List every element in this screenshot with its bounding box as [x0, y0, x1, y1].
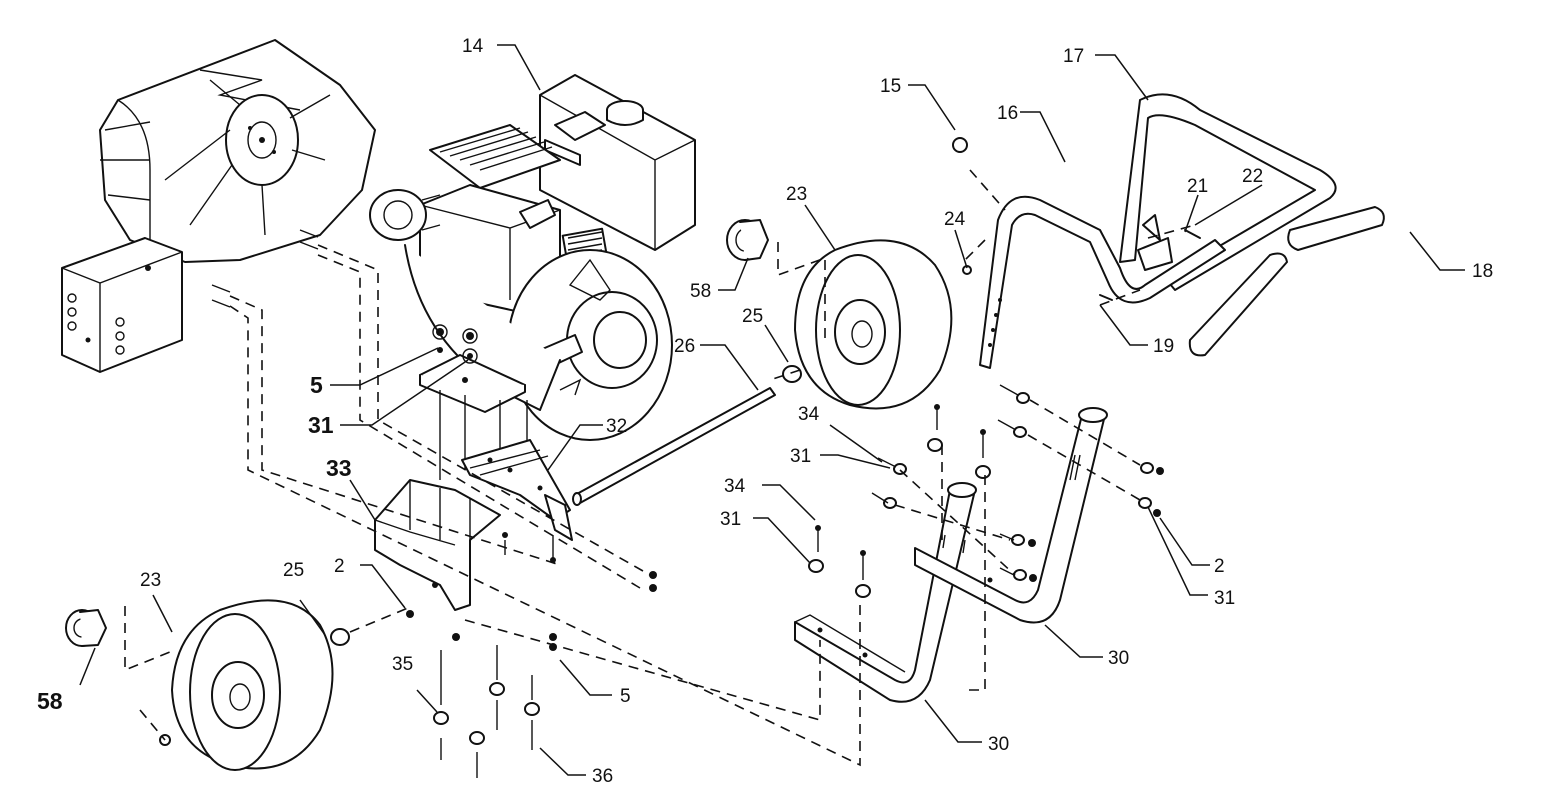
- leader-lines: [79, 44, 1465, 776]
- callout-36: 36: [592, 766, 613, 787]
- callout-25-left: 25: [283, 560, 304, 581]
- assembly-lines: [124, 169, 1196, 767]
- callout-16: 16: [997, 103, 1018, 124]
- right-wheel: [785, 239, 953, 410]
- callout-26: 26: [674, 336, 695, 357]
- blower-housing: [61, 39, 376, 373]
- callout-30-left: 30: [988, 734, 1009, 755]
- callout-labels: 14 15 16 17 18 19 21 22 23 24 58 25 26 5…: [37, 36, 1493, 787]
- callout-31-mid: 31: [790, 446, 811, 467]
- callout-22: 22: [1242, 166, 1263, 187]
- engine: [369, 74, 696, 441]
- left-wheel: [159, 599, 334, 771]
- frame-tube-30a: [794, 482, 977, 703]
- callout-31-bottom: 31: [720, 509, 741, 530]
- callout-17: 17: [1063, 46, 1084, 67]
- handle-grips: [1188, 206, 1385, 357]
- callout-2-left: 2: [334, 556, 345, 577]
- callout-19: 19: [1153, 336, 1174, 357]
- callout-58-right: 58: [690, 281, 711, 302]
- bracket-32: [461, 439, 573, 541]
- hubcap-left: [65, 609, 107, 647]
- callout-32: 32: [606, 416, 627, 437]
- frame-tube-30b: [914, 407, 1108, 624]
- callout-18: 18: [1472, 261, 1493, 282]
- hardware: [211, 229, 1164, 778]
- hubcap-right: [726, 219, 769, 261]
- axle: [572, 387, 776, 506]
- callout-34-bottom: 34: [724, 476, 746, 497]
- callout-15: 15: [880, 76, 901, 97]
- callout-2-right: 2: [1214, 556, 1225, 577]
- callout-5-top: 5: [310, 372, 323, 398]
- callout-33: 33: [326, 455, 352, 481]
- callout-5-bottom: 5: [620, 686, 631, 707]
- callout-30-right: 30: [1108, 648, 1129, 669]
- callout-14: 14: [462, 36, 484, 57]
- callout-31-right: 31: [1214, 588, 1235, 609]
- callout-35: 35: [392, 654, 413, 675]
- engine-mount-bracket: [419, 324, 528, 480]
- callout-34-top: 34: [798, 404, 820, 425]
- callout-21: 21: [1187, 176, 1208, 197]
- callout-58-left: 58: [37, 688, 63, 714]
- callout-23-left: 23: [140, 570, 161, 591]
- callout-25-right: 25: [742, 306, 763, 327]
- callout-24: 24: [944, 209, 966, 230]
- bracket-33: [374, 479, 556, 611]
- callout-23-right: 23: [786, 184, 807, 205]
- callout-31-top: 31: [308, 412, 334, 438]
- handle-assembly: [952, 93, 1337, 369]
